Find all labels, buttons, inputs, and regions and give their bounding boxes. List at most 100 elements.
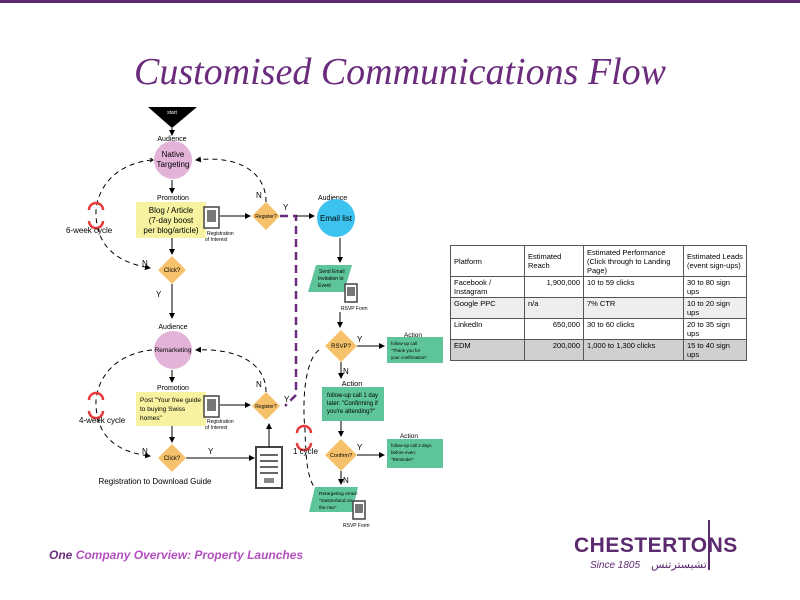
cycle-icon-6week-bottom bbox=[87, 220, 105, 230]
cycle-icon-1-bottom bbox=[295, 442, 313, 452]
email-list-node bbox=[317, 199, 355, 237]
register-y-2: Y bbox=[284, 395, 290, 404]
table-cell: 15 to 40 sign ups bbox=[683, 339, 747, 361]
retargeting-email-box bbox=[309, 487, 358, 512]
click-label-1: Click? bbox=[164, 268, 181, 274]
retarget-line-2: "Switzerland on bbox=[319, 498, 352, 504]
action2-line-2: later: "Confirming if bbox=[327, 401, 378, 407]
register-label-1: Register? bbox=[255, 214, 277, 220]
cycle-label-1: 1 cycle bbox=[293, 447, 318, 456]
confirm-n: N bbox=[343, 476, 349, 485]
purple-flow-connector bbox=[280, 214, 298, 407]
reg-interest-1b: of Interest bbox=[205, 237, 228, 243]
reg-guide-label: Registration to Download Guide bbox=[99, 477, 213, 486]
register-diamond-1 bbox=[252, 202, 280, 230]
cycle-label-4week: 4-week cycle bbox=[79, 416, 126, 425]
native-targeting-node bbox=[154, 141, 192, 179]
table-header-row: Platform Estimated Reach Estimated Perfo… bbox=[450, 245, 747, 277]
start-triangle bbox=[148, 107, 197, 128]
confirm-diamond bbox=[325, 439, 357, 471]
action-label-3: Action bbox=[400, 433, 418, 440]
table-cell: 7% CTR bbox=[583, 297, 684, 319]
footer-subtitle: Company Overview: Property Launches bbox=[75, 548, 304, 562]
post-line-2: to buying Swiss bbox=[140, 406, 186, 413]
loop-connector bbox=[195, 156, 267, 203]
blog-line-3: per blog/article) bbox=[143, 226, 198, 235]
blog-line-1: Blog / Article bbox=[149, 206, 194, 215]
audience-label-1: Audience bbox=[157, 136, 186, 143]
action1-line-1: follow-up call bbox=[391, 341, 417, 346]
table-cell: 20 to 35 sign ups bbox=[683, 318, 747, 340]
action2-line-3: you're attending?" bbox=[327, 409, 375, 415]
table-cell: 30 to 80 sign ups bbox=[683, 276, 747, 298]
promotion-label-2: Promotion bbox=[157, 385, 189, 392]
form-screen-icon bbox=[207, 210, 216, 222]
logo-name: CHESTERTONS bbox=[574, 534, 738, 557]
retarget-line-3: the rise" bbox=[319, 505, 337, 511]
table-row: Facebook / Instagram 1,900,000 10 to 59 … bbox=[450, 276, 747, 298]
table-cell: n/a bbox=[524, 297, 584, 319]
table-cell: 30 to 60 clicks bbox=[583, 318, 684, 340]
register-label-2: Register? bbox=[255, 404, 277, 410]
slide-footer: One Company Overview: Property Launches bbox=[49, 548, 303, 562]
reg-interest-2a: Registration bbox=[207, 419, 234, 425]
action-label-1: Action bbox=[404, 332, 422, 339]
rsvp-diamond bbox=[325, 330, 357, 362]
click-n-2: N bbox=[142, 447, 148, 456]
action1-line-3: your confirmation" bbox=[391, 355, 428, 360]
native-targeting-line-2: Targeting bbox=[157, 160, 190, 169]
arrowhead bbox=[149, 157, 154, 163]
action1-line-2: "Thank you for bbox=[391, 348, 421, 353]
start-label: start bbox=[167, 110, 177, 116]
send-line-2: Invitation to bbox=[318, 276, 344, 282]
rsvp-form-label-2: RSVP Form bbox=[343, 523, 370, 529]
cycle-icon-6week-top bbox=[87, 201, 105, 211]
action-box-1 bbox=[387, 337, 443, 363]
table-row: EDM 200,000 1,000 to 1,300 clicks 15 to … bbox=[450, 339, 747, 361]
rsvp-form-label-1: RSVP Form bbox=[341, 306, 368, 312]
footer-one: One bbox=[49, 548, 73, 562]
reg-interest-2b: of Interest bbox=[205, 425, 228, 431]
action3-line-3: "Reminder" bbox=[391, 457, 414, 462]
table-cell: 1,000 to 1,300 clicks bbox=[583, 339, 684, 361]
post-line-3: homes" bbox=[140, 415, 163, 422]
register-n-1: N bbox=[256, 191, 262, 200]
action-box-2 bbox=[322, 387, 384, 421]
col-leads: Estimated Leads (event sign-ups) bbox=[683, 245, 747, 277]
table-row: LinkedIn 650,000 30 to 60 clicks 20 to 3… bbox=[450, 318, 747, 340]
action3-line-1: follow-up call 2 days bbox=[391, 443, 432, 448]
table-cell: 10 to 59 clicks bbox=[583, 276, 684, 298]
col-platform: Platform bbox=[450, 245, 525, 277]
table-cell: 200,000 bbox=[524, 339, 584, 361]
confirm-y: Y bbox=[357, 443, 363, 452]
col-performance: Estimated Performance (Click through to … bbox=[583, 245, 684, 277]
action-box-3 bbox=[387, 439, 443, 468]
action3-line-2: before even: bbox=[391, 450, 416, 455]
table-row: Google PPC n/a 7% CTR 10 to 20 sign ups bbox=[450, 297, 747, 319]
register-diamond-2 bbox=[252, 392, 280, 420]
form-screen-icon bbox=[355, 504, 363, 513]
click-label-2: Click? bbox=[164, 456, 181, 462]
rsvp-label: RSVP? bbox=[331, 344, 351, 350]
register-n-2: N bbox=[256, 380, 262, 389]
table-cell: 1,900,000 bbox=[524, 276, 584, 298]
estimates-table: Platform Estimated Reach Estimated Perfo… bbox=[450, 245, 747, 361]
slide-title: Customised Communications Flow bbox=[133, 51, 667, 93]
promotion-label-1: Promotion bbox=[157, 195, 189, 202]
top-border-line bbox=[0, 0, 800, 3]
native-targeting-line-1: Native bbox=[162, 150, 185, 159]
remarketing-node bbox=[154, 331, 192, 369]
logo-vertical-bar bbox=[708, 520, 710, 570]
table-cell: EDM bbox=[450, 339, 525, 361]
form-button bbox=[264, 478, 274, 483]
cycle-icon-1-top bbox=[295, 424, 313, 434]
form-screen-icon bbox=[207, 399, 216, 411]
register-y-1: Y bbox=[283, 203, 289, 212]
blog-line-2: (7-day boost bbox=[149, 216, 194, 225]
click-n-1: N bbox=[142, 259, 148, 268]
retarget-line-1: Retargeting email: bbox=[319, 491, 358, 497]
table-cell: LinkedIn bbox=[450, 318, 525, 340]
blog-article-box bbox=[136, 202, 206, 238]
email-list-label: Email list bbox=[320, 214, 353, 223]
